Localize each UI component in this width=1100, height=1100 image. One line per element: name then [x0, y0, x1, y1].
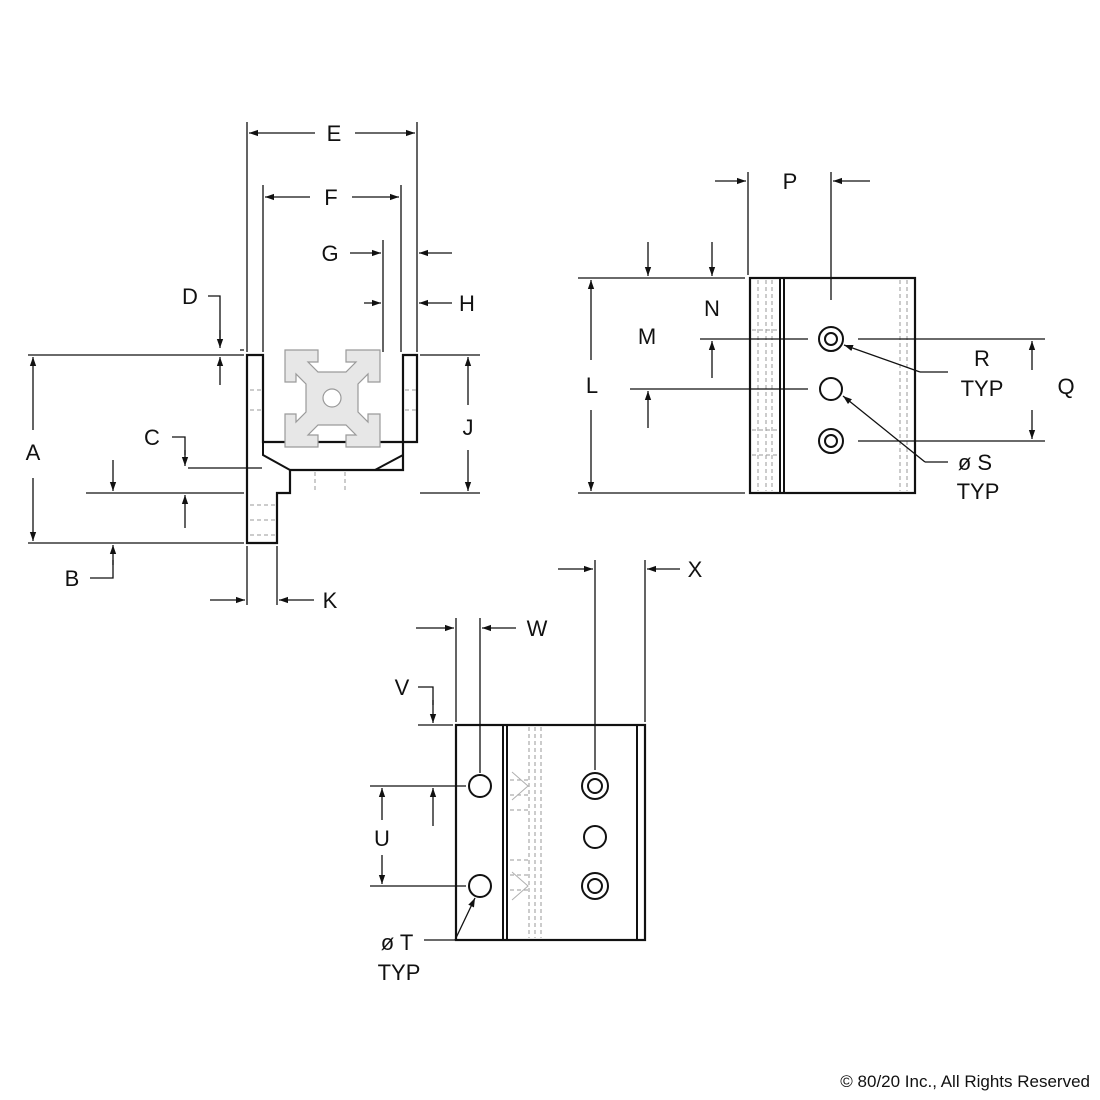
- side-view-outline: [748, 276, 917, 495]
- label-h: H: [459, 291, 475, 316]
- label-r: R: [974, 346, 990, 371]
- label-f: F: [324, 185, 337, 210]
- bottom-view-outline: [454, 723, 647, 942]
- dimension-labels: E F G H D A J C B K P N M L Q R TYP ø S …: [26, 121, 1075, 985]
- label-x: X: [688, 557, 703, 582]
- side-view: [748, 276, 917, 495]
- label-w: W: [527, 616, 548, 641]
- label-m: M: [638, 324, 656, 349]
- bottom-view: [454, 723, 647, 942]
- label-b: B: [65, 566, 80, 591]
- label-s: ø S: [958, 450, 992, 475]
- label-l: L: [586, 373, 598, 398]
- front-view: [245, 349, 419, 545]
- side-view-dimensions: [578, 172, 1045, 494]
- label-g: G: [321, 241, 338, 266]
- label-e: E: [327, 121, 342, 146]
- label-v: V: [395, 675, 410, 700]
- label-t-typ: TYP: [378, 960, 421, 985]
- channel-inner: [262, 442, 404, 471]
- label-s-typ: TYP: [957, 479, 1000, 504]
- label-q: Q: [1057, 374, 1074, 399]
- label-k: K: [323, 588, 338, 613]
- label-d: D: [182, 284, 198, 309]
- label-r-typ: TYP: [961, 376, 1004, 401]
- label-a: A: [26, 440, 41, 465]
- bottom-view-dimensions: [370, 560, 680, 941]
- label-t: ø T: [381, 930, 414, 955]
- front-view-dimensions: [28, 122, 480, 605]
- label-p: P: [783, 169, 798, 194]
- label-j: J: [463, 415, 474, 440]
- label-c: C: [144, 425, 160, 450]
- copyright-notice: © 80/20 Inc., All Rights Reserved: [840, 1072, 1090, 1091]
- label-u: U: [374, 826, 390, 851]
- label-n: N: [704, 296, 720, 321]
